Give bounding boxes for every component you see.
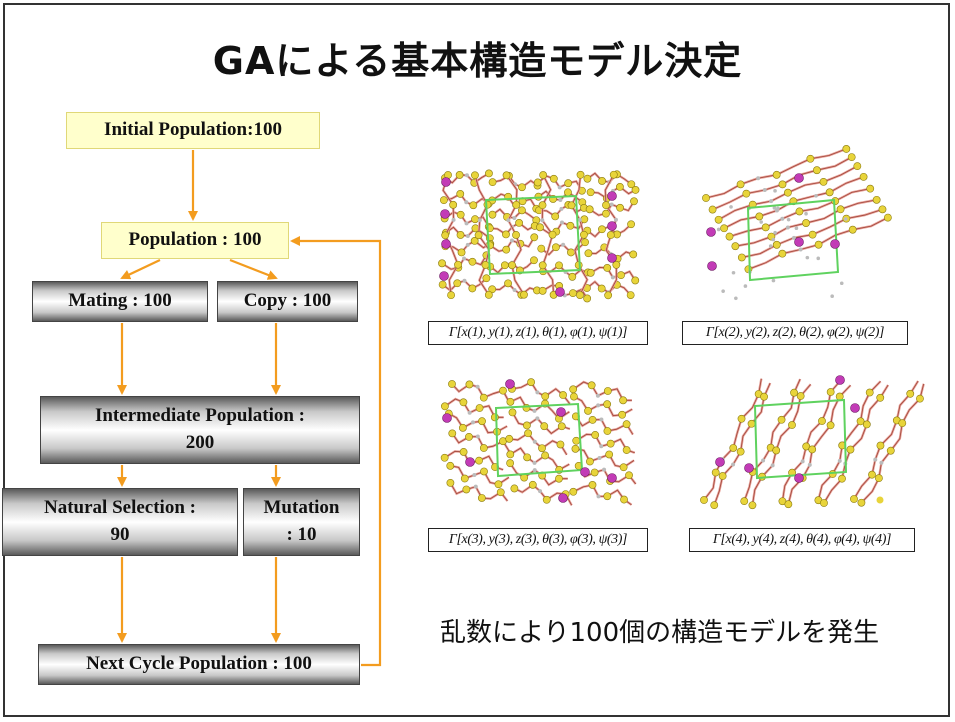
arrow-population-to-copy — [229, 258, 278, 280]
structure-model-3 — [440, 378, 637, 506]
natural-selection-box: Natural Selection : 90 — [2, 488, 238, 556]
population-box: Population : 100 — [101, 222, 289, 259]
slide-frame — [3, 3, 950, 717]
model-1-formula: Γ[x(1), y(1), z(1), θ(1), φ(1), ψ(1)] — [428, 321, 648, 345]
arrow-loop-back — [290, 236, 382, 667]
model-4-formula: Γ[x(4), y(4), z(4), θ(4), φ(4), ψ(4)] — [689, 528, 915, 552]
mutation-box: Mutation : 10 — [243, 488, 360, 556]
arrow-population-to-mating — [120, 259, 161, 280]
next-cycle-population-box: Next Cycle Population : 100 — [38, 644, 360, 685]
intermediate-population-box: Intermediate Population : 200 — [40, 396, 360, 464]
model-2-formula: Γ[x(2), y(2), z(2), θ(2), φ(2), ψ(2)] — [682, 321, 908, 345]
caption-text: 乱数により100個の構造モデルを発生 — [440, 618, 880, 648]
slide-title: GAによる基本構造モデル決定 — [212, 39, 743, 83]
initial-population-box: Initial Population:100 — [66, 112, 320, 149]
model-3-formula: Γ[x(3), y(3), z(3), θ(3), φ(3), ψ(3)] — [428, 528, 648, 552]
copy-box: Copy : 100 — [217, 281, 358, 322]
natural-selection-line1: Natural Selection : — [44, 497, 196, 519]
mutation-line2: : 10 — [286, 524, 317, 545]
natural-selection-line2: 90 — [110, 524, 130, 545]
structure-model-1 — [438, 169, 640, 303]
intermediate-population-line1: Intermediate Population : — [94, 405, 306, 427]
structure-model-2 — [702, 145, 892, 301]
mating-box: Mating : 100 — [32, 281, 208, 322]
structure-model-4 — [700, 375, 925, 510]
mutation-line1: Mutation — [263, 497, 340, 519]
intermediate-population-line2: 200 — [185, 432, 215, 453]
